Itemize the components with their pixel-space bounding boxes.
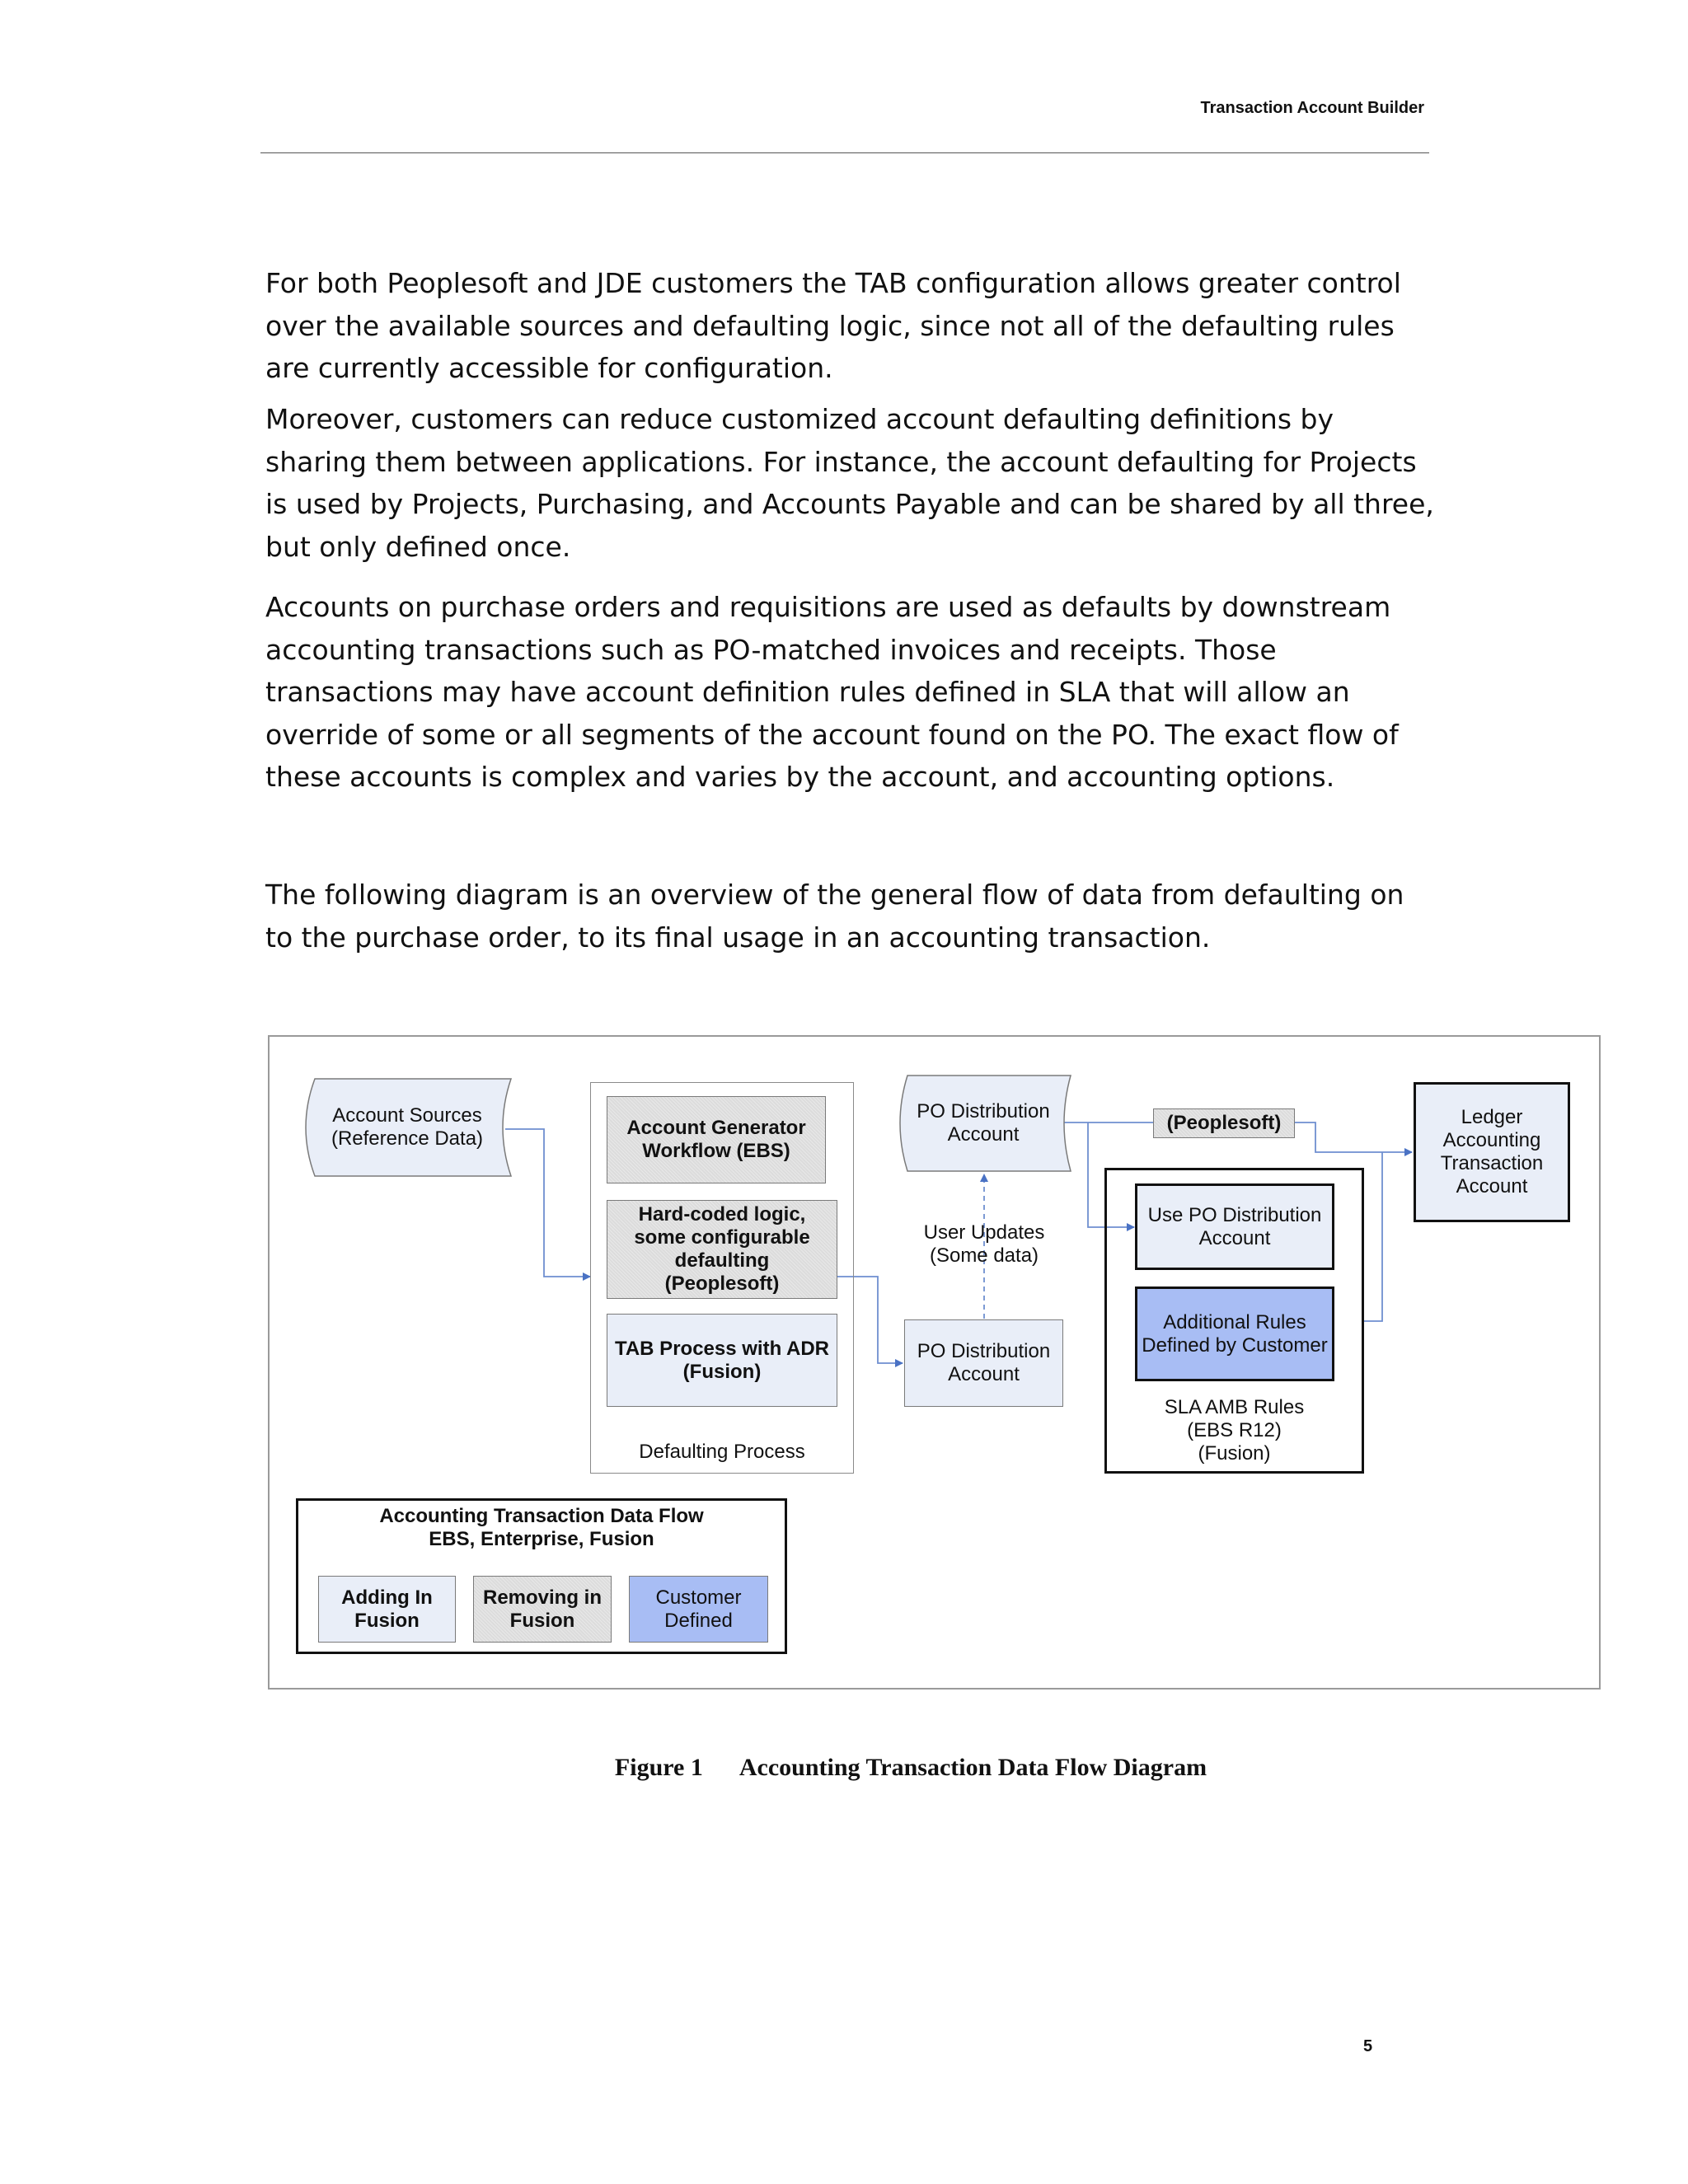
additional-rules-node: Additional Rules Defined by Customer — [1135, 1286, 1334, 1381]
legend-customer-line-2: Defined — [664, 1609, 733, 1632]
po-dist-top-line-2: Account — [947, 1123, 1020, 1146]
sla-amb-container — [1104, 1168, 1364, 1474]
po-distribution-top-node: PO Distribution Account — [903, 1074, 1064, 1173]
hard-coded-line-3: defaulting — [674, 1249, 770, 1272]
figure-label: Figure 1 — [614, 1754, 703, 1781]
legend-removing-line-2: Fusion — [509, 1609, 575, 1632]
tab-process-line-2: (Fusion) — [682, 1360, 762, 1383]
user-updates-label: User Updates (Some data) — [902, 1221, 1067, 1268]
use-po-line-1: Use PO Distribution — [1147, 1203, 1322, 1226]
paragraph-2: Moreover, customers can reduce customize… — [265, 403, 1434, 563]
legend-customer-line-1: Customer — [655, 1586, 742, 1609]
sla-amb-line-2: (EBS R12) — [1187, 1419, 1282, 1441]
running-header: Transaction Account Builder — [1200, 99, 1424, 117]
hard-coded-line-2: some configurable — [634, 1226, 810, 1249]
page-number: 5 — [1363, 2037, 1373, 2055]
figure-caption: Figure 1 Accounting Transaction Data Flow… — [0, 1754, 1688, 1782]
legend-title-line-2: EBS, Enterprise, Fusion — [429, 1528, 654, 1550]
sla-amb-label: SLA AMB Rules (EBS R12) (Fusion) — [1104, 1396, 1364, 1465]
account-sources-shape — [305, 1078, 513, 1177]
tab-process-line-1: TAB Process with ADR — [614, 1337, 830, 1360]
account-sources-line-1: Account Sources — [332, 1104, 482, 1127]
account-sources-node: Account Sources (Reference Data) — [313, 1077, 501, 1178]
legend-box — [296, 1498, 787, 1654]
legend-removing-in-fusion: Removing in Fusion — [473, 1576, 612, 1643]
additional-rules-line-2: Defined by Customer — [1142, 1333, 1328, 1357]
ledger-line-1: Ledger — [1461, 1106, 1523, 1128]
paragraph-3: Accounts on purchase orders and requisit… — [265, 591, 1399, 793]
legend-adding-in-fusion: Adding In Fusion — [318, 1576, 456, 1643]
use-po-line-2: Account — [1198, 1226, 1271, 1249]
use-po-distribution-node: Use PO Distribution Account — [1135, 1183, 1334, 1270]
tab-process-node: TAB Process with ADR (Fusion) — [607, 1314, 837, 1407]
account-generator-line-1: Account Generator — [626, 1117, 806, 1139]
ledger-line-3: Transaction — [1440, 1152, 1544, 1174]
po-distribution-bottom-node: PO Distribution Account — [904, 1319, 1063, 1407]
hard-coded-line-1: Hard-coded logic, — [638, 1203, 806, 1226]
user-updates-line-1: User Updates — [923, 1221, 1045, 1244]
sla-amb-line-1: SLA AMB Rules — [1164, 1396, 1305, 1418]
legend-removing-line-1: Removing in — [482, 1586, 602, 1609]
hard-coded-logic-node: Hard-coded logic, some configurable defa… — [607, 1200, 837, 1299]
defaulting-process-label: Defaulting Process — [639, 1441, 805, 1463]
legend-title-line-1: Accounting Transaction Data Flow — [379, 1505, 704, 1527]
po-dist-bottom-line-2: Account — [948, 1363, 1020, 1385]
po-dist-top-line-1: PO Distribution — [917, 1100, 1050, 1122]
legend-title: Accounting Transaction Data Flow EBS, En… — [296, 1505, 787, 1551]
defaulting-process-container — [590, 1082, 854, 1474]
peoplesoft-tag: (Peoplesoft) — [1153, 1108, 1295, 1138]
account-sources-line-2: (Reference Data) — [331, 1127, 484, 1150]
header-divider — [260, 152, 1429, 153]
legend-adding-line-1: Adding In — [341, 1586, 433, 1609]
additional-rules-line-1: Additional Rules — [1163, 1310, 1306, 1333]
paragraph-4: The following diagram is an overview of … — [265, 879, 1404, 954]
account-generator-line-2: Workflow (EBS) — [642, 1140, 790, 1162]
po-distribution-top-shape — [899, 1075, 1071, 1172]
sla-amb-line-3: (Fusion) — [1198, 1442, 1271, 1465]
paragraph-1: For both Peoplesoft and JDE customers th… — [265, 267, 1401, 384]
figure-title: Accounting Transaction Data Flow Diagram — [738, 1754, 1207, 1781]
account-generator-node: Account Generator Workflow (EBS) — [607, 1096, 826, 1183]
user-updates-line-2: (Some data) — [929, 1244, 1039, 1267]
ledger-line-2: Accounting — [1442, 1129, 1541, 1151]
hard-coded-line-4: (Peoplesoft) — [664, 1272, 780, 1295]
legend-adding-line-2: Fusion — [354, 1609, 420, 1632]
ledger-line-4: Account — [1456, 1175, 1528, 1197]
legend-customer-defined: Customer Defined — [629, 1576, 768, 1643]
ledger-node: Ledger Accounting Transaction Account — [1414, 1082, 1570, 1222]
po-dist-bottom-line-1: PO Distribution — [917, 1340, 1051, 1362]
